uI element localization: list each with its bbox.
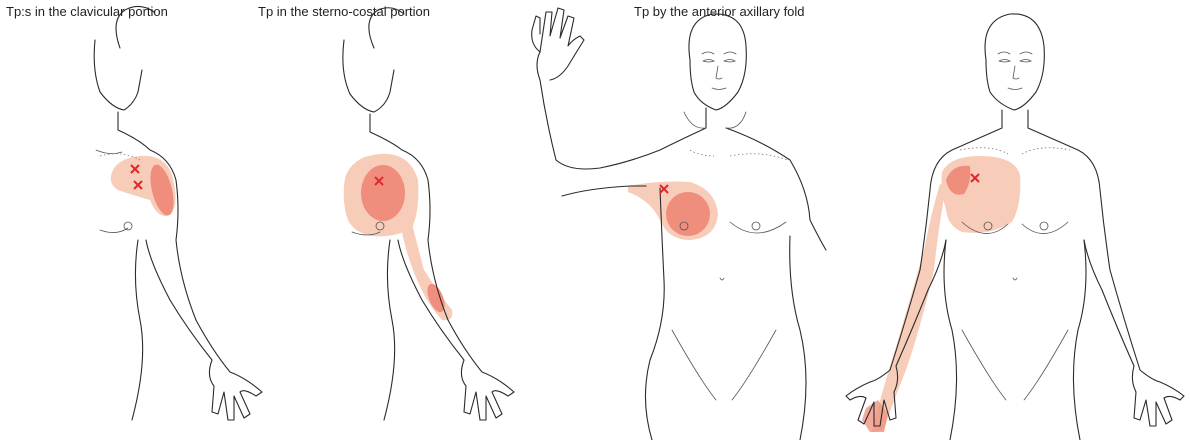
figure-sterno-costal [343,8,514,420]
figure-clavicular [94,6,262,420]
referral-zone-axillary [628,182,718,241]
referral-zone-full [862,156,1020,432]
body-outline [94,6,262,420]
referral-zone-clavicular [111,156,178,218]
figure-anterior-axillary-fold [532,8,826,440]
figure-full-referral [846,14,1184,440]
referral-zone-sterno-costal [344,154,453,320]
